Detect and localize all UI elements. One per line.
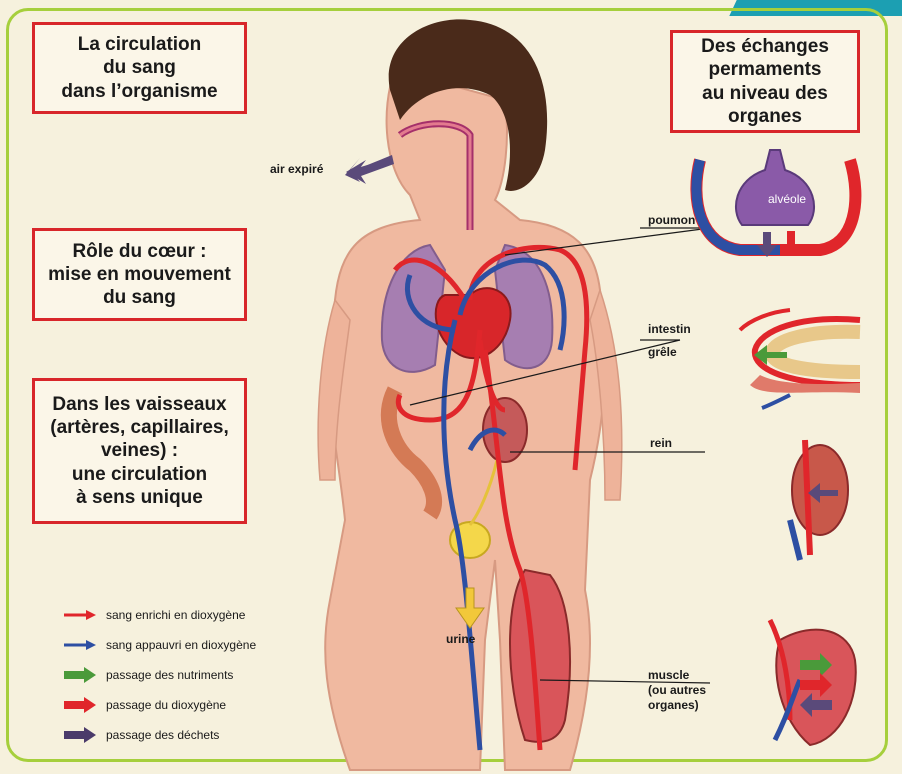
kidney-detail bbox=[790, 440, 848, 560]
legend-label-1: sang appauvri en dioxygène bbox=[106, 638, 256, 652]
legend-item-oxygen-poor: sang appauvri en dioxygène bbox=[62, 630, 256, 660]
label-intestine: intestin bbox=[648, 322, 691, 337]
label-urine: urine bbox=[446, 632, 475, 647]
exchanges-title: Des échanges permaments au niveau des or… bbox=[701, 35, 829, 128]
legend-label-4: passage des déchets bbox=[106, 728, 219, 742]
label-lung: poumon bbox=[648, 213, 695, 228]
legend-item-nutrients: passage des nutriments bbox=[62, 660, 256, 690]
legend-item-oxygen-passage: passage du dioxygène bbox=[62, 690, 256, 720]
label-alveole: alvéole bbox=[768, 192, 806, 207]
arrow-green-block-icon bbox=[62, 667, 98, 683]
legend: sang enrichi en dioxygène sang appauvri … bbox=[62, 600, 256, 750]
label-muscle: muscle (ou autres organes) bbox=[648, 668, 706, 713]
legend-label-0: sang enrichi en dioxygène bbox=[106, 608, 245, 622]
exchanges-title-box: Des échanges permaments au niveau des or… bbox=[670, 30, 860, 133]
vessels-box: Dans les vaisseaux (artères, capillaires… bbox=[32, 378, 247, 524]
vessels-text: Dans les vaisseaux (artères, capillaires… bbox=[50, 393, 229, 509]
circulation-title: La circulation du sang dans l’organisme bbox=[61, 33, 217, 103]
arrow-purple-block-icon bbox=[62, 727, 98, 743]
arrow-blue-icon bbox=[62, 637, 98, 653]
muscle-detail bbox=[770, 620, 856, 745]
legend-label-3: passage du dioxygène bbox=[106, 698, 226, 712]
heart-role-box: Rôle du cœur : mise en mouvement du sang bbox=[32, 228, 247, 321]
legend-item-waste: passage des déchets bbox=[62, 720, 256, 750]
label-kidney: rein bbox=[650, 436, 672, 451]
legend-item-oxygen-rich: sang enrichi en dioxygène bbox=[62, 600, 256, 630]
heart-role-text: Rôle du cœur : mise en mouvement du sang bbox=[48, 240, 231, 310]
legend-label-2: passage des nutriments bbox=[106, 668, 233, 682]
intestine-detail bbox=[740, 310, 860, 408]
label-intestine-2: grêle bbox=[648, 345, 677, 360]
arrow-red-block-icon bbox=[62, 697, 98, 713]
arrow-red-icon bbox=[62, 607, 98, 623]
circulation-title-box: La circulation du sang dans l’organisme bbox=[32, 22, 247, 114]
label-air-expire: air expiré bbox=[270, 162, 323, 177]
air-expire-arrow-shape bbox=[346, 155, 394, 184]
